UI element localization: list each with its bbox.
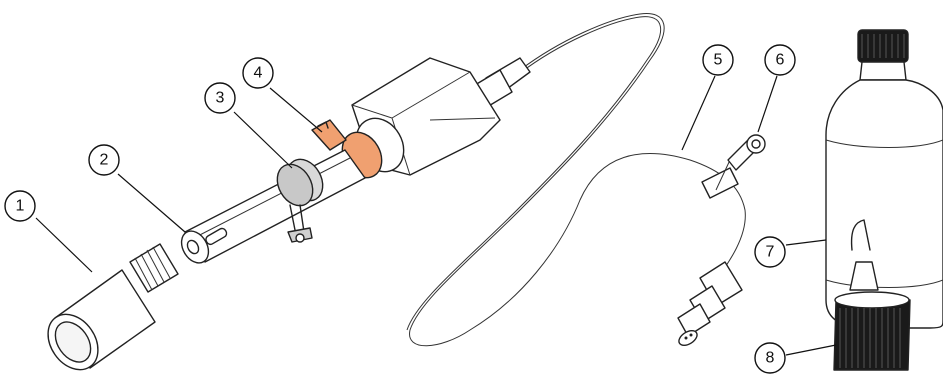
- storage-cap-icon: [38, 244, 178, 379]
- callout-4-label: 4: [254, 65, 263, 82]
- cable-icon: [407, 13, 745, 345]
- callout-5: 5: [703, 45, 733, 75]
- callout-3-label: 3: [216, 90, 225, 107]
- sensor-housing: [334, 58, 530, 185]
- callout-7-label: 7: [766, 244, 775, 261]
- callout-2-label: 2: [100, 152, 109, 169]
- leader-3: [234, 112, 292, 168]
- leader-4: [270, 88, 322, 132]
- callout-8: 8: [755, 343, 785, 373]
- leader-2: [118, 174, 185, 232]
- sensor-body-icon: [176, 150, 365, 268]
- callout-5-label: 5: [714, 52, 723, 69]
- callout-1-label: 1: [16, 198, 25, 215]
- callout-8-label: 8: [766, 350, 775, 367]
- cable-connector: [676, 262, 742, 348]
- leader-1: [36, 218, 92, 272]
- leader-5: [682, 76, 715, 150]
- bottle-icon: [826, 30, 943, 328]
- leader-8: [786, 345, 836, 355]
- callout-2: 2: [89, 145, 119, 175]
- callout-4: 4: [243, 58, 273, 88]
- tape-icon: [312, 120, 346, 150]
- callout-1: 1: [5, 191, 35, 221]
- callout-6-label: 6: [776, 52, 785, 69]
- callout-3: 3: [205, 83, 235, 113]
- callout-7: 7: [755, 237, 785, 267]
- valve-icon: [702, 135, 765, 198]
- leader-7: [786, 240, 826, 245]
- leader-6: [758, 76, 777, 132]
- callout-6: 6: [765, 45, 795, 75]
